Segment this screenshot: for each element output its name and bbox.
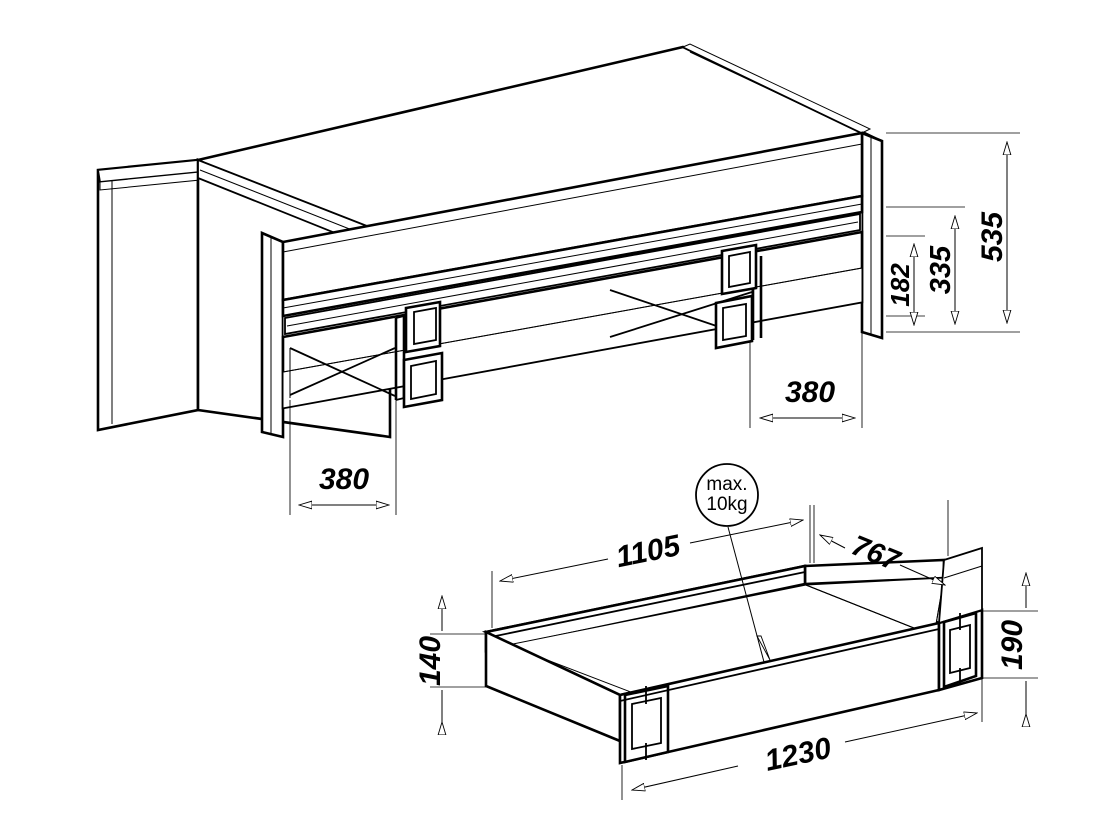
divider-left-top xyxy=(395,315,405,319)
slat-carrier-line xyxy=(282,203,863,309)
dimension-140: 140 xyxy=(414,596,486,722)
dimension-182-label: 182 xyxy=(885,263,915,307)
footboard-cap-line xyxy=(689,51,871,138)
load-limit-line2: 10kg xyxy=(706,494,747,515)
drawer-front-rim-line xyxy=(619,628,940,702)
dimension-182: 182 xyxy=(885,244,915,325)
bed-frame-view xyxy=(96,43,884,439)
drawer-right-rim-line xyxy=(943,565,983,579)
drawer-inner-diag xyxy=(805,584,935,637)
dim-1105-leader-left xyxy=(500,558,609,581)
handle-block-right-lower xyxy=(714,294,754,350)
dimension-335-label: 335 xyxy=(925,245,957,294)
drawer-handle-right xyxy=(942,611,978,689)
dimension-380-left: 380 xyxy=(289,400,397,515)
divider-left-bottom xyxy=(395,397,405,401)
drawer-handle-front-left xyxy=(623,684,670,764)
bed-dimensions: 535 335 182 380 380 xyxy=(289,132,1020,515)
headboard-post-left xyxy=(260,231,285,439)
dimension-335: 335 xyxy=(925,216,957,324)
dimension-380-right-label: 380 xyxy=(785,376,835,409)
headboard-outer-panel xyxy=(96,158,200,432)
footboard-post-right xyxy=(860,131,884,340)
dimension-380-left-label: 380 xyxy=(319,463,369,496)
dim-1105-leader-right xyxy=(689,520,803,544)
dim-767-leader-left xyxy=(820,535,846,549)
load-limit-circle xyxy=(695,463,759,527)
side-rail-upper-line-1 xyxy=(282,143,863,253)
drawer-left-rim-line xyxy=(485,571,806,639)
underbed-back-top xyxy=(282,231,863,338)
drawer-right-wall-upper xyxy=(937,546,983,625)
dim-1230-leader-left xyxy=(632,765,739,790)
dimension-380-right: 380 xyxy=(749,302,863,428)
dimension-190: 190 xyxy=(982,573,1038,714)
load-limit-line1: max. xyxy=(706,474,747,495)
dimension-190-label: 190 xyxy=(996,620,1029,670)
brace-left-diagonal-b xyxy=(289,347,396,396)
callout-leader-line xyxy=(727,526,765,663)
dimension-140-label: 140 xyxy=(414,636,447,686)
footboard-cap-top xyxy=(681,43,872,134)
dim-1230-leader-right xyxy=(844,713,977,743)
handle-block-right-upper xyxy=(720,243,758,296)
load-limit-callout: max. 10kg xyxy=(695,463,771,663)
dim-767-leader-right xyxy=(899,564,945,585)
handle-block-left-lower xyxy=(402,351,444,409)
drawer-view xyxy=(481,546,984,765)
handle-block-left-upper xyxy=(404,300,442,354)
callout-arrowhead xyxy=(756,635,771,661)
dimension-535: 535 xyxy=(976,142,1009,323)
dimension-535-label: 535 xyxy=(976,211,1009,262)
mid-moulding-line xyxy=(286,221,859,327)
